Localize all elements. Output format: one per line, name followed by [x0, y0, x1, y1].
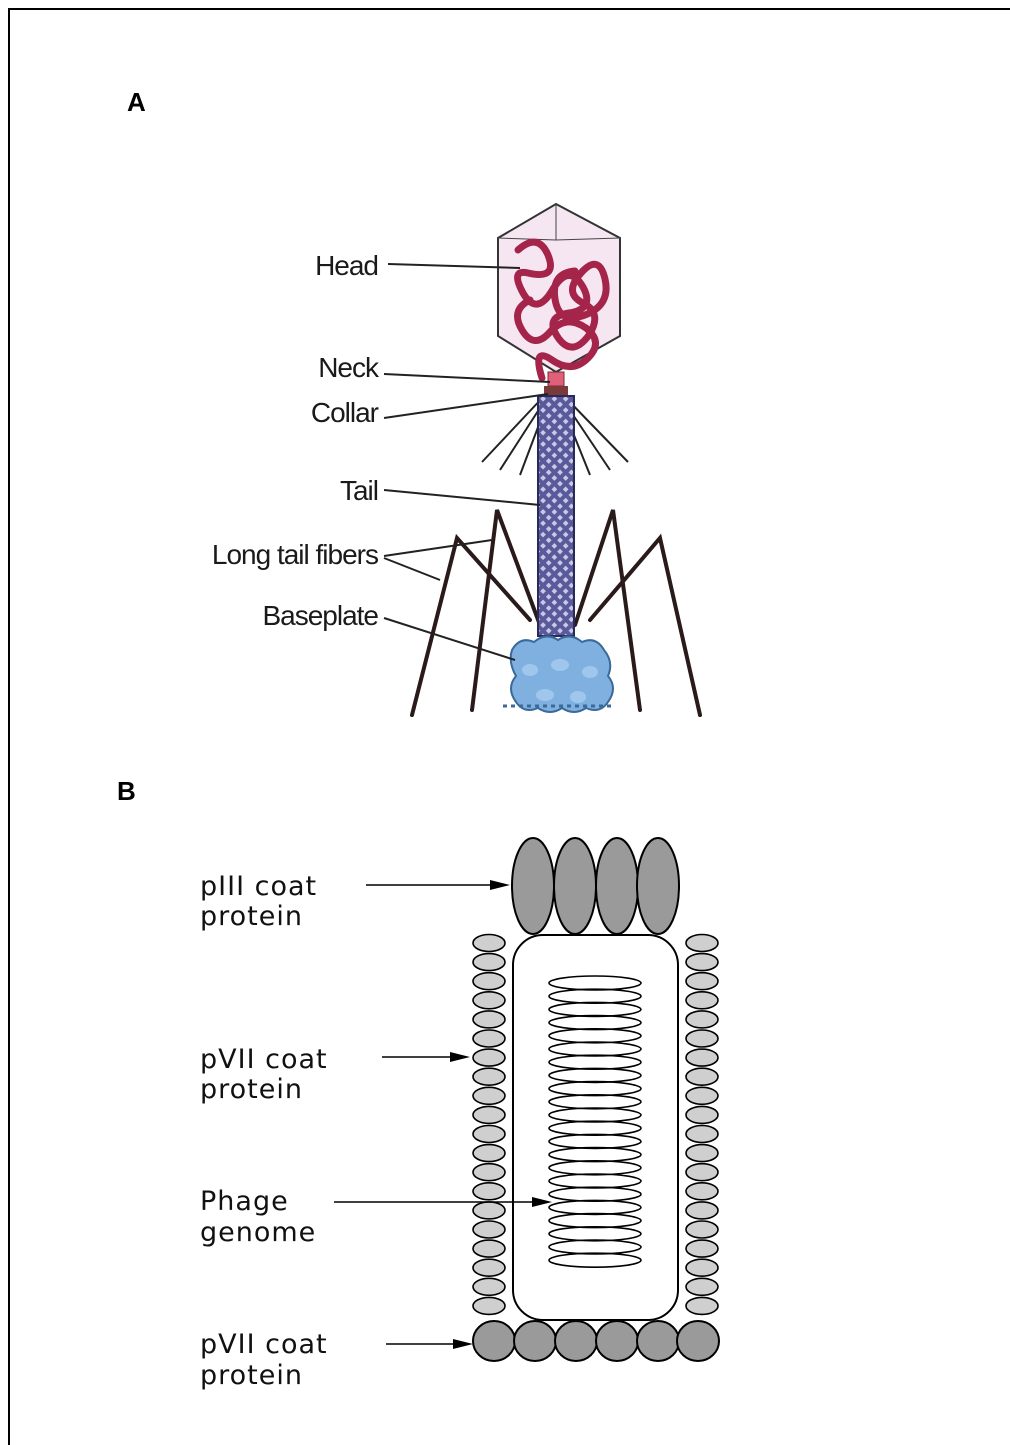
coat-protein-left: [473, 1221, 505, 1238]
piii-coat-proteins: [512, 838, 679, 934]
coat-protein-left: [473, 1202, 505, 1219]
label-neck: Neck: [318, 352, 380, 383]
coat-protein-right: [686, 1164, 718, 1181]
coat-protein-right: [686, 1240, 718, 1257]
coat-protein-left: [473, 992, 505, 1009]
coat-protein-left: [473, 935, 505, 952]
coat-protein-left: [473, 1240, 505, 1257]
coat-protein-left: [473, 1259, 505, 1276]
coat-protein-right: [686, 1202, 718, 1219]
filamentous-phage-diagram: [473, 838, 719, 1361]
coat-protein-left: [473, 1106, 505, 1123]
coat-protein-left: [473, 973, 505, 990]
coat-protein-right: [686, 1087, 718, 1104]
label-pvii-bottom-line1: pVII coat: [200, 1329, 328, 1360]
coat-protein-right: [686, 1030, 718, 1047]
coat-protein-right: [686, 1011, 718, 1028]
coat-protein-right: [686, 992, 718, 1009]
coat-protein-right: [686, 1221, 718, 1238]
label-tail: Tail: [340, 475, 378, 506]
coat-protein-right: [686, 1278, 718, 1295]
label-genome-line2: genome: [200, 1217, 316, 1248]
coat-protein-left: [473, 1145, 505, 1162]
coat-protein-left: [473, 1126, 505, 1143]
coat-protein-right: [686, 1106, 718, 1123]
coat-protein-right: [686, 1126, 718, 1143]
coat-protein-left: [473, 954, 505, 971]
coat-protein-right: [686, 935, 718, 952]
phage-baseplate: [503, 636, 613, 712]
side-coat-proteins-left: [473, 935, 505, 1315]
label-long-tail-fibers: Long tail fibers: [212, 539, 378, 570]
coat-protein-left: [473, 1049, 505, 1066]
panel-b-letter: B: [117, 776, 136, 806]
label-piii-line2: protein: [200, 901, 303, 932]
label-head: Head: [315, 250, 378, 281]
phage-tail: [538, 396, 574, 636]
coat-protein-right: [686, 1145, 718, 1162]
label-baseplate: Baseplate: [262, 600, 378, 631]
panel-a-letter: A: [127, 87, 146, 117]
coat-protein-left: [473, 1297, 505, 1314]
coat-protein-left: [473, 1068, 505, 1085]
phage-capsid: [513, 935, 678, 1320]
coat-protein-right: [686, 1259, 718, 1276]
coat-protein-right: [686, 973, 718, 990]
coat-protein-right: [686, 1068, 718, 1085]
phage-head: [498, 204, 620, 372]
label-collar: Collar: [311, 397, 379, 428]
side-coat-proteins-right: [686, 935, 718, 1315]
label-genome-line1: Phage: [200, 1186, 289, 1217]
label-pvii-mid-line2: protein: [200, 1074, 303, 1105]
coat-protein-right: [686, 954, 718, 971]
coat-protein-right: [686, 1297, 718, 1314]
label-pvii-mid-line1: pVII coat: [200, 1044, 328, 1075]
coat-protein-left: [473, 1278, 505, 1295]
coat-protein-left: [473, 1087, 505, 1104]
coat-protein-left: [473, 1011, 505, 1028]
coat-protein-right: [686, 1183, 718, 1200]
pvii-coat-proteins-bottom: [473, 1321, 719, 1361]
t4-phage-diagram: [412, 204, 700, 715]
coat-protein-right: [686, 1049, 718, 1066]
coat-protein-left: [473, 1164, 505, 1181]
label-pvii-bottom-line2: protein: [200, 1360, 303, 1391]
coat-protein-left: [473, 1183, 505, 1200]
phage-neck: [548, 372, 564, 386]
label-piii-line1: pIII coat: [200, 871, 317, 902]
coat-protein-left: [473, 1030, 505, 1047]
